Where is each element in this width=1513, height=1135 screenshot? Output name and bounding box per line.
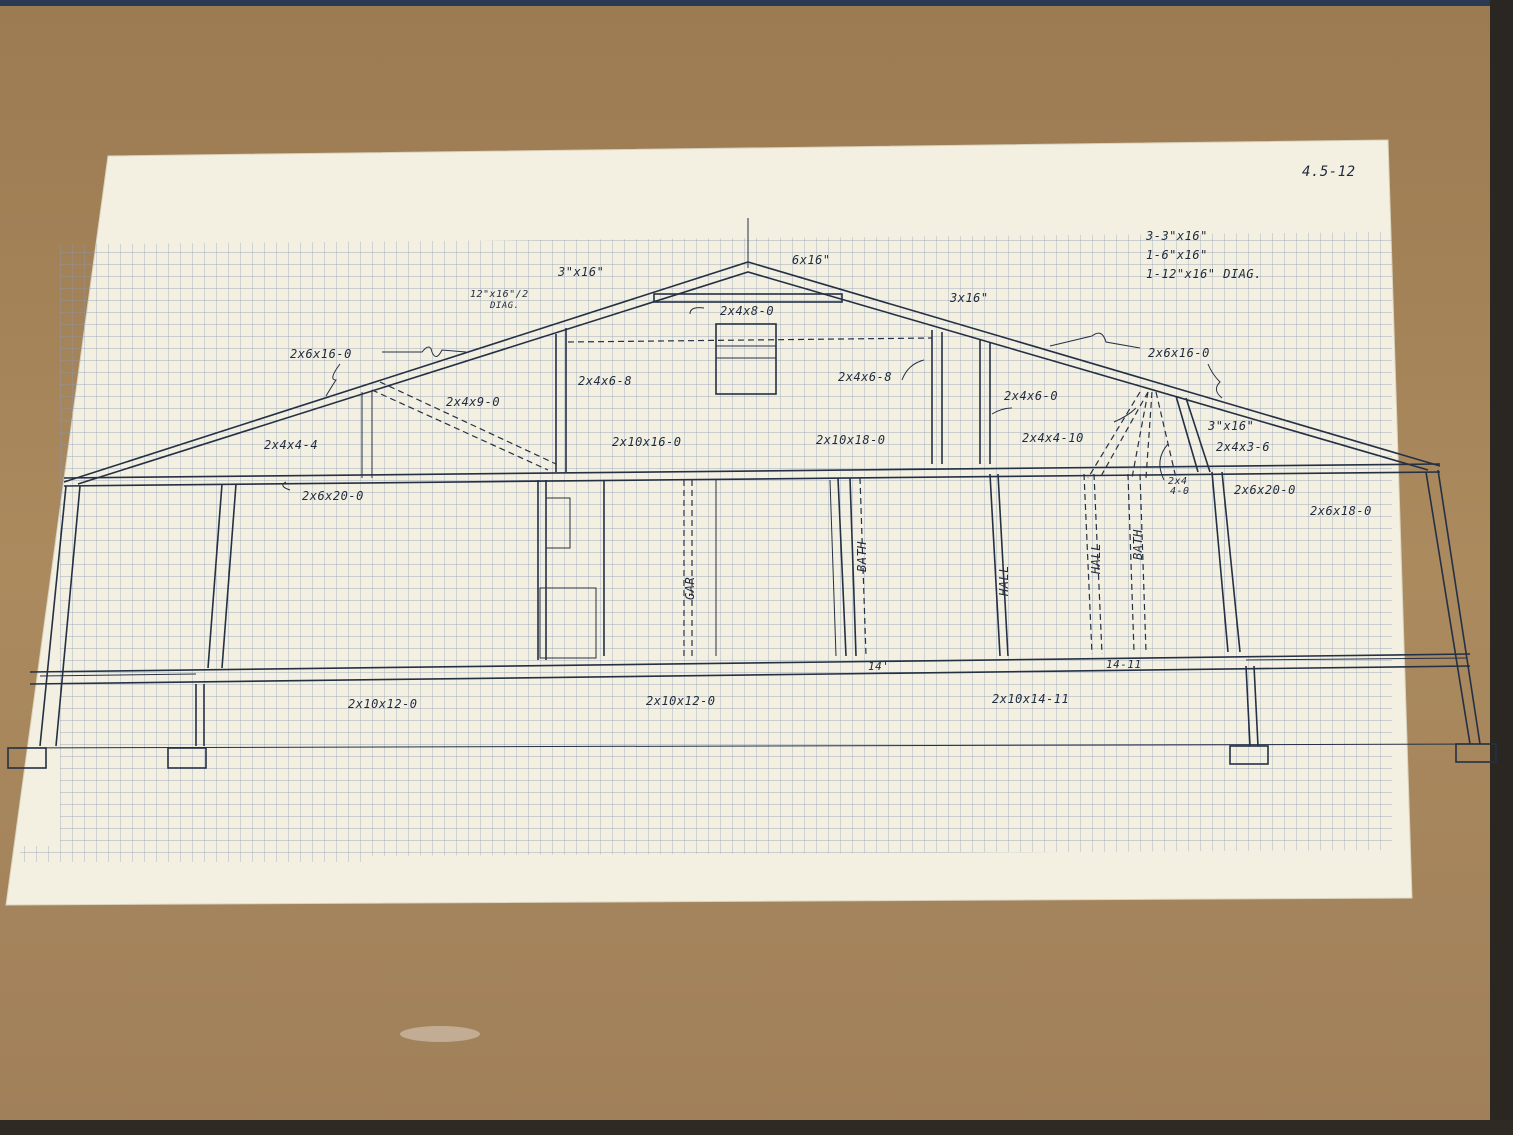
label-dim-14-11: 14-11 bbox=[1106, 658, 1142, 671]
roof-rafter-outer bbox=[63, 261, 1441, 483]
label-ridge-board: 6x16" bbox=[792, 253, 831, 267]
leader-rafter-right bbox=[1049, 332, 1141, 349]
label-brace-2x4x9: 2x4x9-0 bbox=[446, 395, 500, 409]
label-floor-center: 2x10x12-0 bbox=[646, 694, 716, 708]
label-rafter-right: 2x6x16-0 bbox=[1148, 346, 1210, 360]
leader-2x4x6 bbox=[991, 407, 1013, 415]
label-stud-2x4x3-6: 2x4x3-6 bbox=[1216, 440, 1270, 454]
glass-glare bbox=[400, 1026, 480, 1042]
leader-2x4-4-0 bbox=[1159, 443, 1169, 481]
materials-line-2: 1-6"x16" bbox=[1146, 248, 1208, 262]
label-joist-left-attic: 2x10x16-0 bbox=[612, 435, 682, 449]
label-stud-2x4x6-0: 2x4x6-0 bbox=[1004, 389, 1058, 403]
label-brace-left: 3"x16" bbox=[557, 265, 604, 279]
label-stud-2x4-a: 2x4 bbox=[1168, 476, 1188, 487]
label-ceiling-left: 2x6x20-0 bbox=[302, 489, 364, 503]
label-floor-left: 2x10x12-0 bbox=[348, 697, 418, 711]
drawing-labels: 6x16" 2x4x8-0 3"x16" 12"x16"/2 DIAG. 3x1… bbox=[264, 253, 1372, 711]
corner-note: 4.5-12 bbox=[1302, 164, 1356, 180]
roof-rafter-inner bbox=[77, 271, 1429, 485]
floor-top bbox=[29, 653, 1471, 673]
leader-2x4x4-10 bbox=[1113, 407, 1137, 423]
materials-list: 3-3"x16" 1-6"x16" 1-12"x16" DIAG. bbox=[1145, 229, 1262, 281]
label-ceiling-right: 2x6x20-0 bbox=[1234, 483, 1296, 497]
frame-edge-right bbox=[1490, 0, 1513, 1135]
label-brace-right-low: 3"x16" bbox=[1207, 419, 1254, 433]
label-brace-left-diag-a: 12"x16"/2 bbox=[470, 289, 529, 300]
label-room-bath-2: BATH bbox=[1131, 529, 1145, 560]
label-ceiling-far-right: 2x6x18-0 bbox=[1310, 504, 1372, 518]
label-stud-left-attic: 2x4x6-8 bbox=[578, 374, 632, 388]
attic-floor-bottom bbox=[63, 471, 1441, 487]
label-joist-right-attic: 2x10x18-0 bbox=[816, 433, 886, 447]
leader-collar bbox=[689, 307, 705, 315]
label-room-hall-1: HALL bbox=[997, 565, 1011, 597]
house-section-drawing bbox=[7, 218, 1497, 769]
leader-stud-right bbox=[901, 359, 925, 381]
frame-edge-bottom bbox=[0, 1120, 1513, 1135]
leader-ceiling-left bbox=[282, 481, 291, 491]
label-collar-tie: 2x4x8-0 bbox=[720, 304, 774, 318]
label-stud-right-attic: 2x4x6-8 bbox=[838, 370, 892, 384]
attic-window bbox=[715, 323, 777, 395]
ridge-collar-tie bbox=[653, 293, 843, 303]
label-floor-right: 2x10x14-11 bbox=[992, 692, 1069, 706]
attic-dash-line bbox=[567, 337, 933, 343]
label-dim-14: 14' bbox=[868, 660, 889, 673]
label-brace-left-diag-b: DIAG. bbox=[489, 301, 520, 311]
label-rafter-left: 2x6x16-0 bbox=[290, 347, 352, 361]
label-stud-2x4x4-10: 2x4x4-10 bbox=[1022, 431, 1084, 445]
materials-line-3: 1-12"x16" DIAG. bbox=[1146, 267, 1262, 281]
label-stud-4-0-b: 4-0 bbox=[1170, 486, 1190, 497]
label-brace-right: 3x16" bbox=[949, 291, 989, 305]
leader-rafter-left bbox=[382, 346, 467, 357]
attic-floor-top bbox=[63, 463, 1441, 479]
label-room-hall-2: HALL bbox=[1089, 543, 1103, 575]
frame-edge-top bbox=[0, 0, 1513, 6]
label-room-gar: GAR bbox=[683, 577, 697, 600]
label-stud-2x4x4-4: 2x4x4-4 bbox=[264, 438, 318, 452]
floor-bottom bbox=[29, 665, 1471, 685]
label-room-bath-1: BATH bbox=[855, 541, 869, 572]
leader-right-squiggle bbox=[1207, 363, 1223, 399]
leader-left-brace bbox=[325, 363, 341, 397]
materials-line-1: 3-3"x16" bbox=[1145, 229, 1208, 243]
